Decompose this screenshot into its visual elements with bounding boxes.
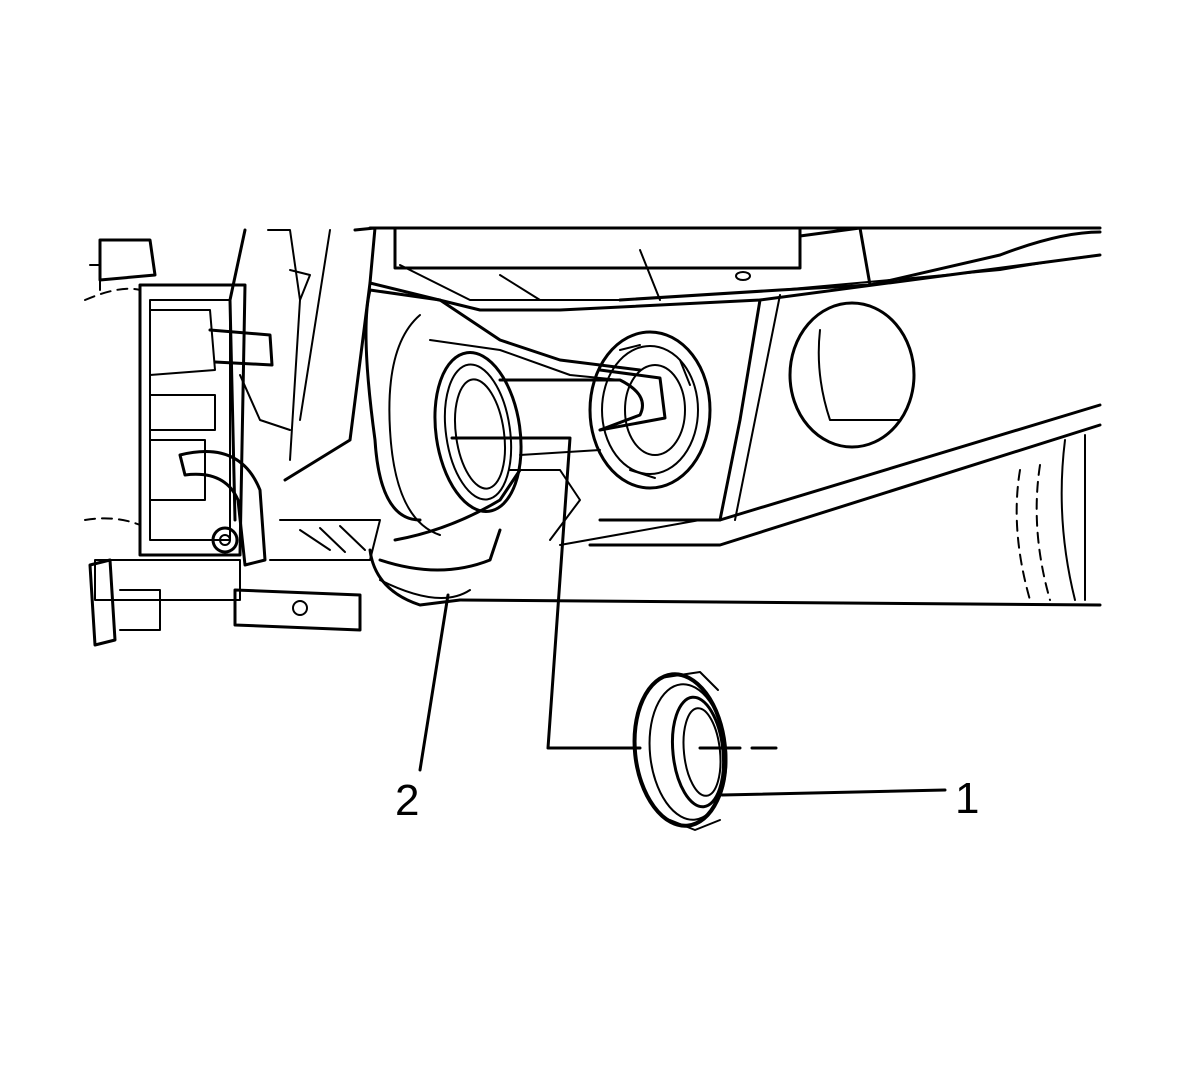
frame-rail [368, 253, 1102, 547]
upper-body-panel [368, 226, 1102, 302]
transmission-housing [364, 288, 644, 607]
output-shaft [588, 330, 712, 490]
callout-2-leader [418, 593, 450, 772]
callout-1-label: 1 [955, 774, 979, 823]
installation-axis-line [450, 436, 642, 750]
leader-lines [418, 436, 947, 797]
callout-2-label: 2 [395, 776, 419, 825]
callout-1-leader [720, 788, 947, 797]
left-control-assembly [84, 226, 381, 647]
oil-seal [632, 671, 728, 831]
lower-floor-pan [458, 434, 1102, 607]
